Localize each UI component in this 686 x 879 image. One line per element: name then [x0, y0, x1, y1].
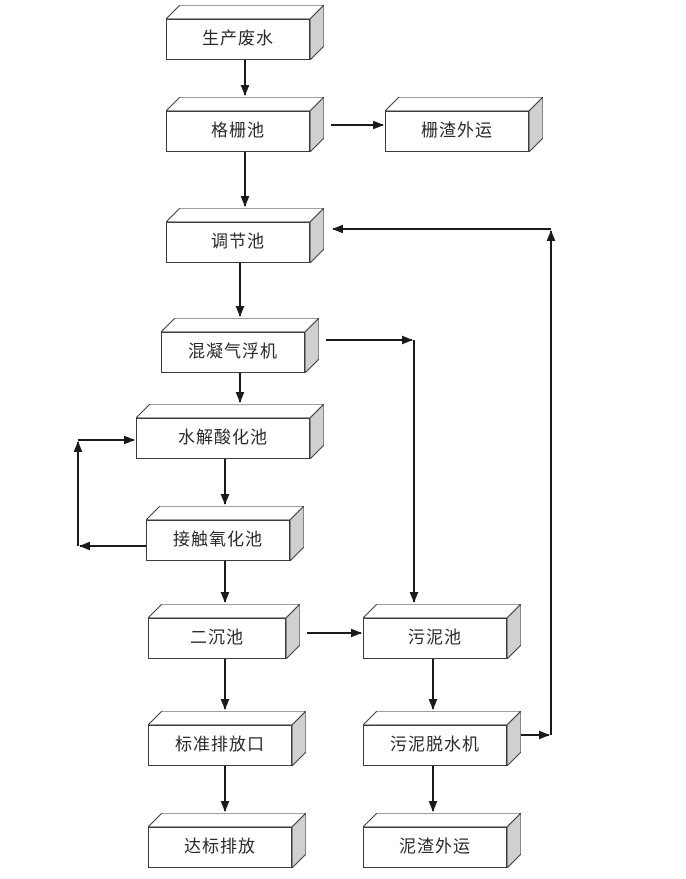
box-3d-shell: [148, 604, 300, 659]
box-3d-shell: [363, 604, 521, 659]
node-污泥脱水机[interactable]: 污泥脱水机: [363, 711, 521, 766]
box-3d-shell: [166, 208, 324, 263]
node-label: 调节池: [211, 232, 265, 252]
node-泥渣外运[interactable]: 泥渣外运: [363, 813, 521, 868]
box-3d-shell: [385, 97, 543, 152]
box-face: 污泥脱水机: [363, 725, 507, 766]
box-3d-shell: [148, 813, 306, 868]
node-标准排放口[interactable]: 标准排放口: [148, 711, 306, 766]
node-label: 污泥脱水机: [390, 735, 480, 755]
node-label: 水解酸化池: [178, 428, 268, 448]
node-label: 二沉池: [190, 628, 244, 648]
box-face: 污泥池: [363, 618, 507, 659]
node-格栅池[interactable]: 格栅池: [166, 97, 324, 152]
node-二沉池[interactable]: 二沉池: [148, 604, 300, 659]
box-3d-shell: [363, 813, 521, 868]
box-face: 标准排放口: [148, 725, 292, 766]
box-face: 接触氧化池: [146, 520, 290, 561]
node-label: 格栅池: [211, 121, 265, 141]
box-3d-shell: [146, 506, 304, 561]
box-face: 格栅池: [166, 111, 310, 152]
node-label: 污泥池: [408, 628, 462, 648]
box-face: 二沉池: [148, 618, 286, 659]
node-label: 栅渣外运: [421, 121, 493, 141]
box-face: 生产废水: [166, 19, 310, 60]
box-face: 泥渣外运: [363, 827, 507, 868]
box-face: 调节池: [166, 222, 310, 263]
box-3d-shell: [166, 5, 324, 60]
node-生产废水[interactable]: 生产废水: [166, 5, 324, 60]
node-水解酸化池[interactable]: 水解酸化池: [136, 404, 324, 459]
node-达标排放[interactable]: 达标排放: [148, 813, 306, 868]
box-3d-shell: [166, 97, 324, 152]
node-栅渣外运[interactable]: 栅渣外运: [385, 97, 543, 152]
node-label: 接触氧化池: [173, 530, 263, 550]
box-face: 栅渣外运: [385, 111, 529, 152]
node-污泥池[interactable]: 污泥池: [363, 604, 521, 659]
box-face: 水解酸化池: [136, 418, 310, 459]
box-face: 混凝气浮机: [161, 332, 305, 373]
node-label: 泥渣外运: [399, 837, 471, 857]
node-调节池[interactable]: 调节池: [166, 208, 324, 263]
node-label: 混凝气浮机: [188, 342, 278, 362]
node-混凝气浮机[interactable]: 混凝气浮机: [161, 318, 319, 373]
node-接触氧化池[interactable]: 接触氧化池: [146, 506, 304, 561]
node-label: 达标排放: [184, 837, 256, 857]
node-label: 生产废水: [202, 29, 274, 49]
node-label: 标准排放口: [175, 735, 265, 755]
box-face: 达标排放: [148, 827, 292, 868]
